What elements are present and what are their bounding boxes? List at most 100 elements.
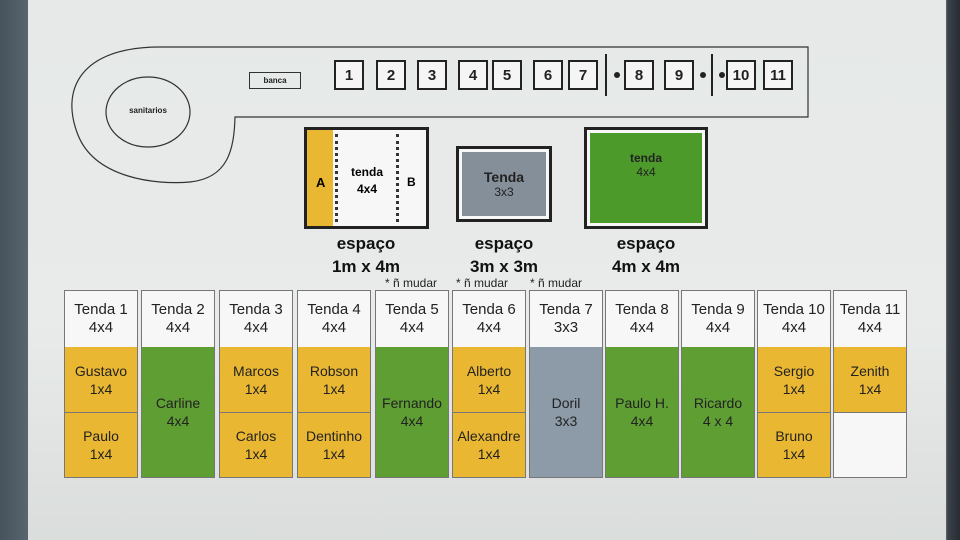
tenant-name: Sergio <box>773 362 815 379</box>
tent-diagram-2: Tenda 3x3 <box>456 146 552 222</box>
tenant-size: 1x4 <box>477 380 501 397</box>
tenant-name: Ricardo <box>693 395 743 411</box>
tenant-cell: Paulo H. 4x4 <box>606 347 678 477</box>
tenant-name: Carline <box>155 395 201 411</box>
divider-pole <box>711 54 713 96</box>
banca-box: banca <box>249 72 301 89</box>
marker-dot <box>719 72 725 78</box>
tenant-cell: Carline 4x4 <box>142 347 214 477</box>
stall-9: 9 <box>664 60 694 90</box>
tenant-name: Dentinho <box>305 428 363 444</box>
stall-8: 8 <box>624 60 654 90</box>
tenant-size: 1x4 <box>244 380 268 397</box>
tenant-cell: Ricardo 4 x 4 <box>682 347 754 477</box>
zone-a <box>307 130 333 226</box>
divider-pole <box>605 54 607 96</box>
tenant-size: 4 x 4 <box>702 413 734 429</box>
tenant-size: 1x4 <box>858 380 882 397</box>
stall-11: 11 <box>763 60 793 90</box>
tenant-cell: Dentinho 1x4 <box>298 412 370 477</box>
sanitarios-circle <box>105 76 191 148</box>
stall-1: 1 <box>334 60 364 90</box>
tenant-cell: Doril 3x3 <box>530 347 602 477</box>
dotted-line-right <box>396 134 399 222</box>
tenant-name: Bruno <box>775 428 813 444</box>
tenant-name: Alexandre <box>457 428 521 444</box>
tenant-size: 1x4 <box>322 380 346 397</box>
stall-2: 2 <box>376 60 406 90</box>
tenant-cell: Bruno 1x4 <box>758 412 830 477</box>
tent-2-size: 3x3 <box>494 185 514 199</box>
tenant-size: 1x4 <box>244 446 268 462</box>
tenant-name: Robson <box>309 362 359 379</box>
tenant-size: 4x4 <box>166 413 190 429</box>
tenant-size: 4x4 <box>400 413 424 429</box>
stall-3: 3 <box>417 60 447 90</box>
stall-4: 4 <box>458 60 488 90</box>
tenant-name: Alberto <box>466 362 512 379</box>
tenant-size: 1x4 <box>89 446 113 462</box>
zone-b-label: B <box>407 175 416 189</box>
tenant-size: 1x4 <box>322 446 346 462</box>
stall-7: 7 <box>568 60 598 90</box>
stall-10: 10 <box>726 60 756 90</box>
tent-diagram-3: tenda 4x4 <box>584 127 708 229</box>
tenant-name: Gustavo <box>74 362 128 379</box>
tenant-name: Paulo <box>83 428 119 444</box>
tent-3-size: 4x4 <box>636 165 656 179</box>
tenant-size: 4x4 <box>630 413 654 429</box>
note-tenda-5: * ñ mudar <box>385 276 438 290</box>
dotted-line-left <box>335 134 338 222</box>
zone-a-label: A <box>316 175 326 190</box>
tenant-cell: Alexandre 1x4 <box>453 412 525 477</box>
stall-6: 6 <box>533 60 563 90</box>
tent-2-name: Tenda <box>483 169 525 185</box>
tenant-size: 1x4 <box>477 446 501 462</box>
sanitarios-label: sanitarios <box>129 106 167 115</box>
empty-cell <box>834 412 906 477</box>
tent-3-name: tenda <box>629 151 662 165</box>
tenant-name: Paulo H. <box>615 395 669 411</box>
tenant-size: 3x3 <box>554 413 578 429</box>
tenant-name: Zenith <box>850 362 890 379</box>
tenant-size: 1x4 <box>89 380 113 397</box>
tenant-size: 1x4 <box>782 380 806 397</box>
tenant-name: Fernando <box>382 395 442 411</box>
tenant-name: Carlos <box>235 428 277 444</box>
tenant-size: 1x4 <box>782 446 806 462</box>
tenant-cell: Fernando 4x4 <box>376 347 448 477</box>
marker-dot <box>614 72 620 78</box>
tenant-name: Doril <box>551 395 581 411</box>
